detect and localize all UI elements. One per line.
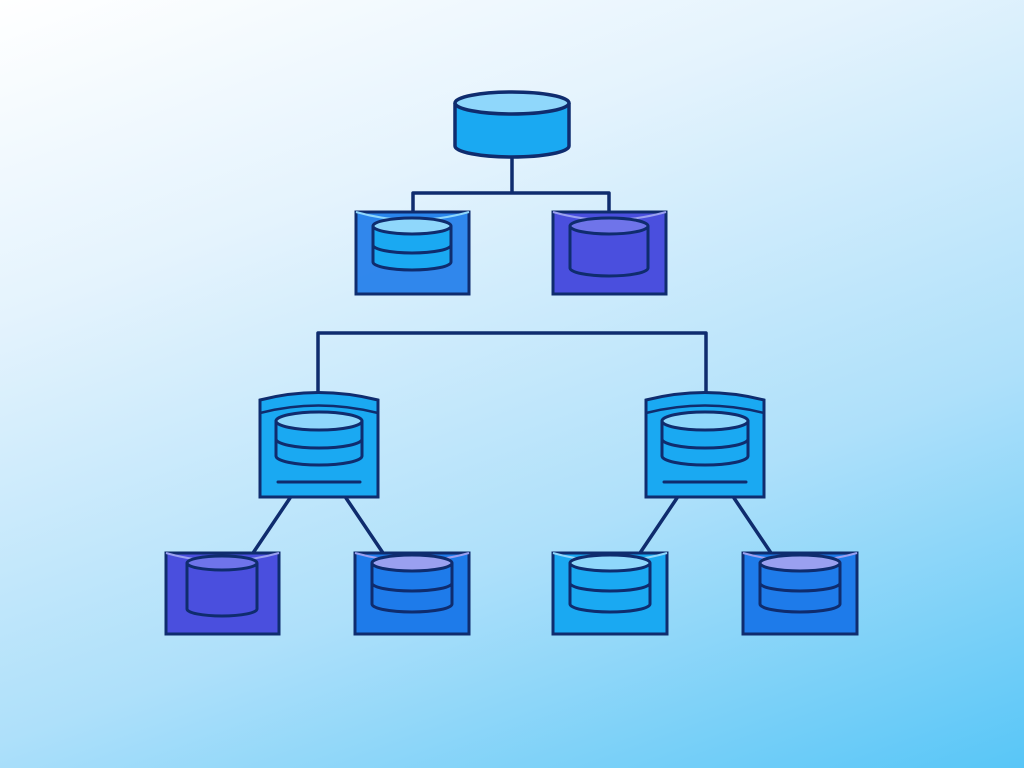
database-cylinder-icon [453,90,571,159]
l2-right-database-server[interactable] [644,391,766,499]
connectors [251,156,773,555]
leaf-2-database-card[interactable] [353,551,471,636]
l2-left-database-server[interactable] [258,391,380,499]
database-icon [370,553,454,614]
leaf-4-database-card[interactable] [741,551,859,636]
edge-l1-to-l2 [316,331,708,395]
edge-l2left-to-leaf2 [344,496,385,555]
edge-l2right-to-leaf4 [732,496,773,555]
database-icon [758,553,842,614]
l1-left-database-card[interactable] [354,210,471,296]
database-server-icon [274,410,364,467]
edge-root-to-l1 [411,156,611,214]
leaf-3-database-card[interactable] [551,551,669,636]
database-icon [371,216,453,272]
edge-l2left-to-leaf1 [251,496,292,555]
l1-right-database-card[interactable] [551,210,668,296]
root-database-node[interactable] [453,90,571,159]
database-server-icon [660,410,750,467]
database-icon [185,554,259,618]
leaf-1-database-card[interactable] [164,551,281,636]
database-icon [568,216,650,278]
database-icon [568,553,652,614]
edge-l2right-to-leaf3 [638,496,679,555]
